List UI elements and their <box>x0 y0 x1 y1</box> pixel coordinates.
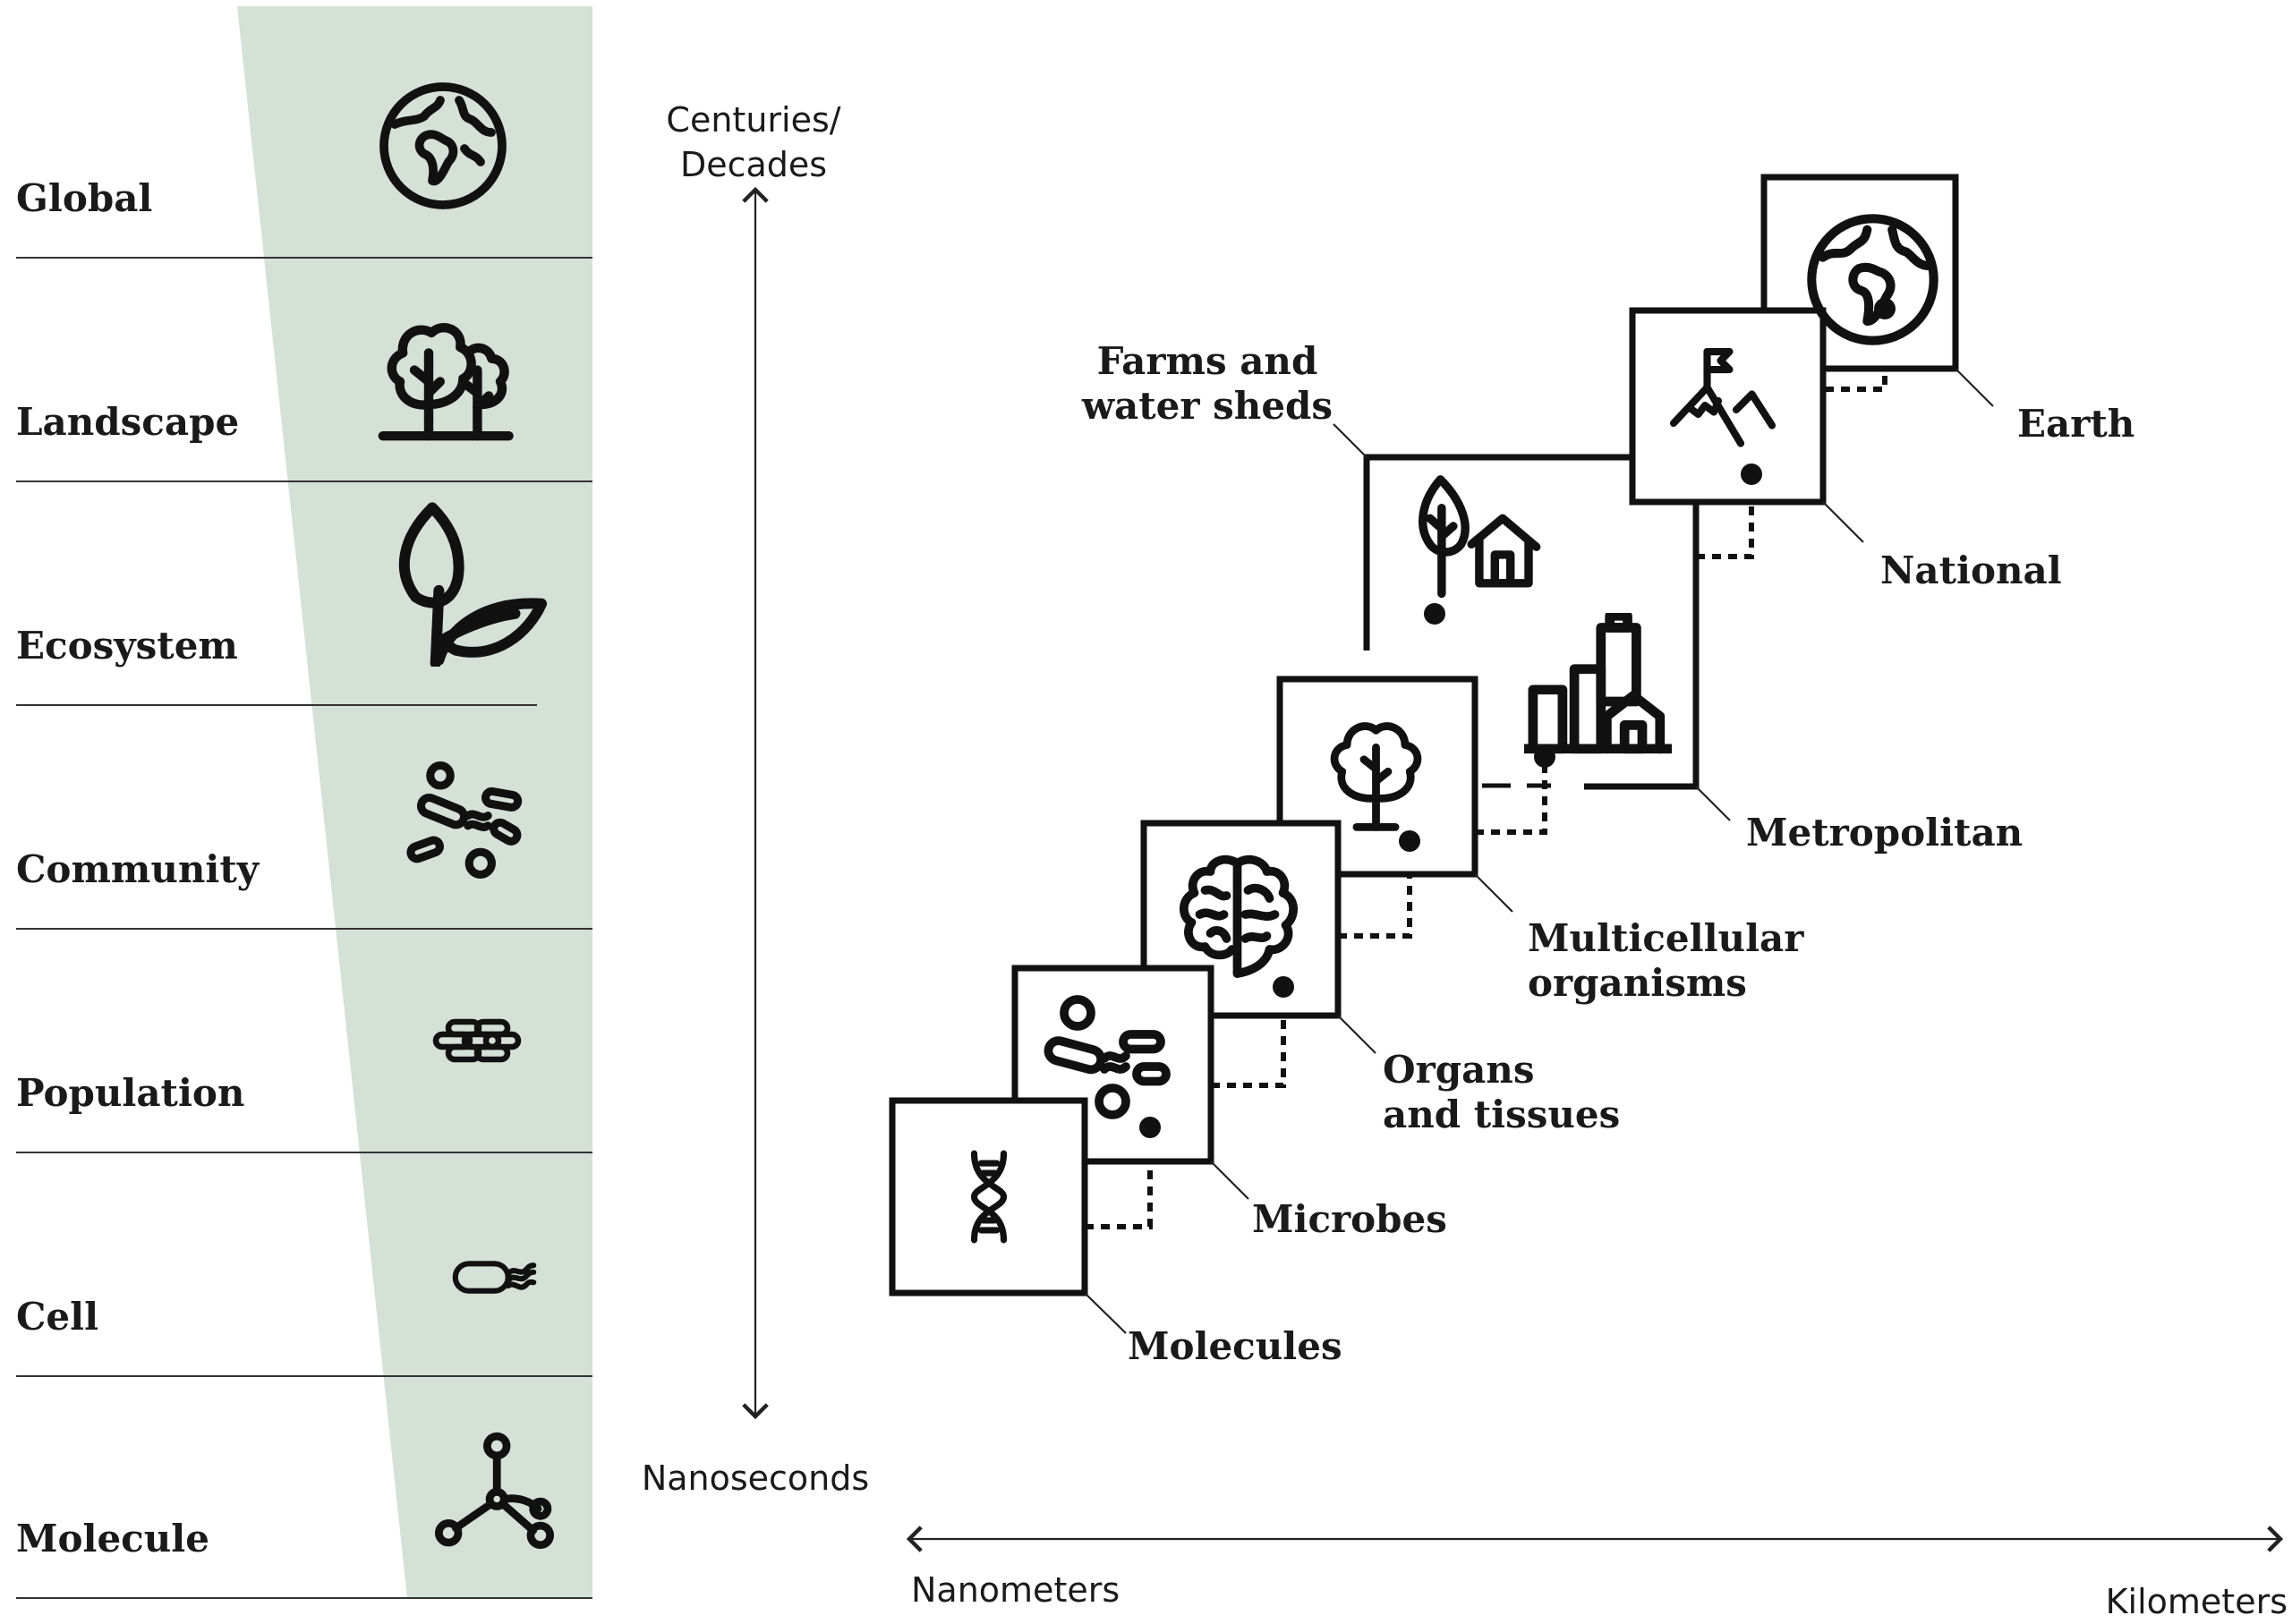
scale-label-molecules: Molecules <box>1128 1324 1342 1368</box>
hierarchy-label-community: Community <box>16 847 260 891</box>
hierarchy-label-global: Global <box>16 176 152 220</box>
scale-label-metropolitan: Metropolitan <box>1746 811 2023 855</box>
leader-lines <box>1084 368 1994 1334</box>
scale-box-molecules <box>889 1097 1088 1297</box>
hierarchy-dividers <box>16 257 592 1599</box>
space-axis-right-label: Kilometers <box>2106 1582 2288 1621</box>
space-axis-left-label: Nanometers <box>911 1570 1120 1610</box>
hierarchy-band <box>237 6 592 1598</box>
hierarchy-label-cell: Cell <box>16 1295 98 1339</box>
time-axis-top-label-1: Centuries/ <box>666 100 840 140</box>
scale-label-national: National <box>1880 548 2062 592</box>
hierarchy-label-ecosystem: Ecosystem <box>16 624 238 667</box>
time-axis-bottom-label: Nanoseconds <box>642 1458 869 1498</box>
scale-label-earth: Earth <box>2017 402 2134 446</box>
hierarchy-label-landscape: Landscape <box>16 400 239 444</box>
anchor-dots <box>1139 298 1896 1138</box>
hierarchy-label-population: Population <box>16 1071 244 1115</box>
scale-box-national <box>1629 307 1827 506</box>
hierarchy-labels: GlobalLandscapeEcosystemCommunityPopulat… <box>16 176 260 1560</box>
time-axis-top-label-2: Decades <box>680 145 827 184</box>
hierarchy-label-molecule: Molecule <box>16 1517 209 1560</box>
scale-label-microbes: Microbes <box>1252 1197 1447 1241</box>
